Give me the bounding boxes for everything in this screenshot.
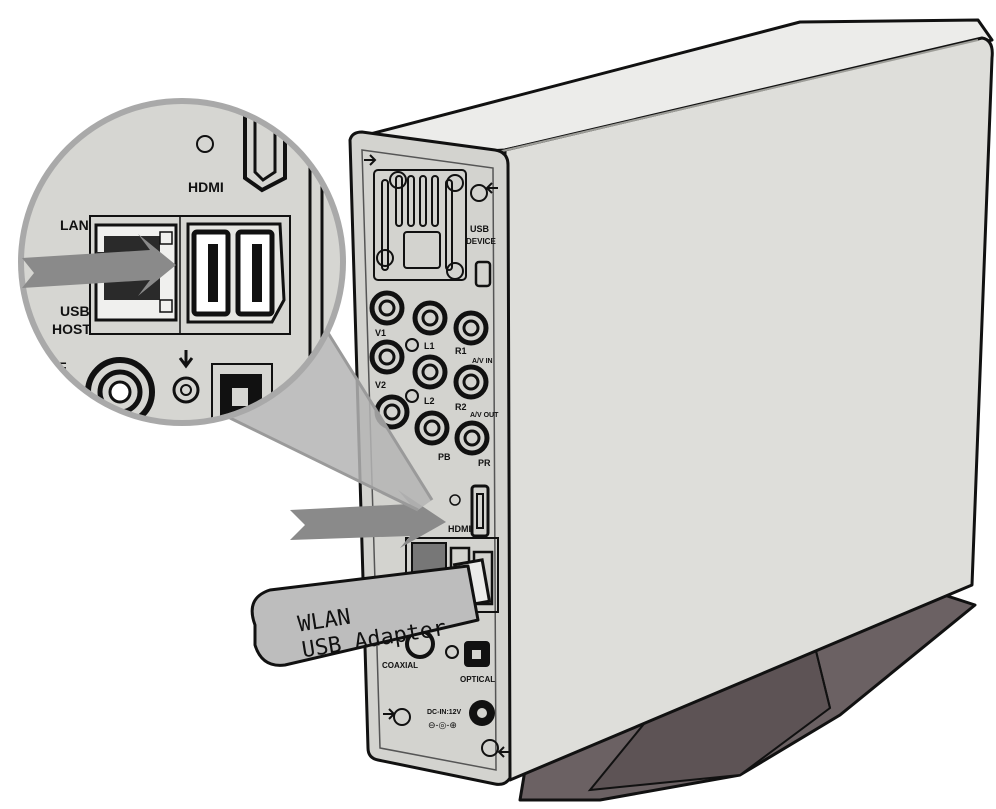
coaxial-label: COAXIAL bbox=[382, 661, 418, 670]
pr-label: PR bbox=[478, 458, 491, 468]
inset-hdmi-label: HDMI bbox=[188, 179, 224, 195]
usb-device-label-line2: DEVICE bbox=[466, 237, 496, 246]
screw-hole bbox=[389, 171, 407, 189]
screw-hole bbox=[446, 262, 464, 280]
r1-label: R1 bbox=[455, 346, 467, 356]
inset-usb-host-label: USB bbox=[60, 303, 90, 319]
wlan-usb-adapter: WLAN USB Adapter bbox=[250, 558, 492, 667]
optical-label: OPTICAL bbox=[460, 675, 495, 684]
zoom-inset: HDMI LAN USB HOST DIF bbox=[18, 98, 346, 426]
back-panel-details: USB DEVICE V1 L1 R1 A/V IN V2 L2 R2 A/V … bbox=[364, 154, 510, 758]
hdmi-panel-label: HDMI bbox=[448, 524, 471, 534]
arrow-marker-icon bbox=[485, 182, 498, 194]
r2-label: R2 bbox=[455, 402, 467, 412]
l2-label: L2 bbox=[424, 396, 435, 406]
dongle-body bbox=[250, 564, 480, 667]
usb-device-port bbox=[474, 260, 492, 288]
screw-hole bbox=[393, 708, 411, 726]
dc-in-label: DC-IN:12V bbox=[427, 709, 462, 716]
screw-hole bbox=[470, 184, 488, 202]
v1-label: V1 bbox=[375, 328, 386, 338]
av-out-label: A/V OUT bbox=[470, 412, 499, 419]
inset-lan-label: LAN bbox=[60, 217, 89, 233]
av-in-label: A/V IN bbox=[472, 358, 493, 365]
arrow-marker-icon bbox=[383, 708, 396, 720]
usb-device-label: USB bbox=[470, 224, 490, 234]
screw-hole bbox=[446, 174, 464, 192]
arrow-marker-icon bbox=[364, 154, 377, 166]
l1-label: L1 bbox=[424, 341, 435, 351]
inset-callout-arrow bbox=[22, 234, 176, 296]
arrow-marker-icon bbox=[497, 746, 510, 758]
screw-hole bbox=[481, 739, 499, 757]
down-arrow-icon bbox=[178, 350, 194, 369]
vent-grille bbox=[373, 169, 467, 281]
pb-label: PB bbox=[438, 452, 451, 462]
screw-hole bbox=[376, 249, 394, 267]
inset-usb-host-label-line2: HOST bbox=[52, 321, 91, 337]
polarity-icon: ⊖-◎-⊕ bbox=[428, 720, 457, 730]
rca-jacks bbox=[369, 290, 490, 456]
v2-label: V2 bbox=[375, 380, 386, 390]
